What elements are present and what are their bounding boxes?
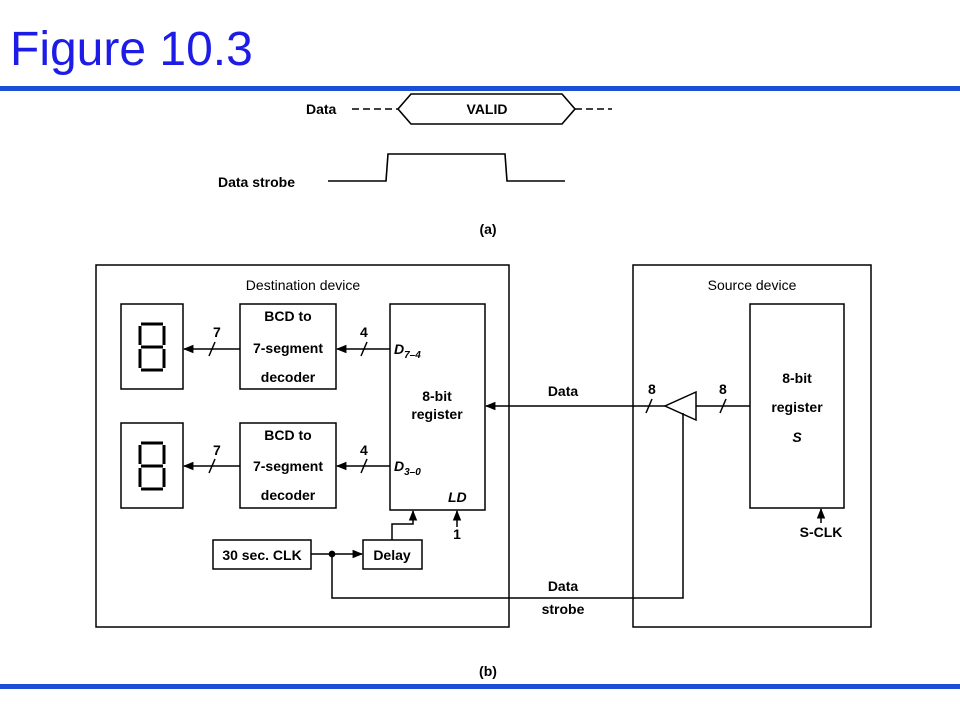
strobe-waveform: [328, 153, 565, 182]
decoder-top-line1: BCD to: [264, 308, 311, 324]
register-input-d-low: D3–0: [394, 458, 421, 478]
destination-device-box: [95, 264, 510, 628]
data-strobe-label-line1: Data: [548, 578, 579, 594]
delay-to-register-wire: [391, 509, 418, 540]
source-register-line2: register: [771, 399, 823, 415]
source-register-line3: S: [792, 429, 802, 445]
tristate-buffer: [663, 390, 697, 422]
bus-slash-4-bottom: [360, 458, 368, 474]
bus-slash-7-top: [208, 341, 216, 357]
clock-label: 30 sec. CLK: [222, 547, 301, 563]
decoder-top-line2: 7-segment: [253, 340, 323, 356]
register-ld-label: LD: [448, 489, 467, 505]
decoder-bottom-line1: BCD to: [264, 427, 311, 443]
data-bus-label: Data: [548, 383, 579, 399]
ld-input-value: 1: [453, 526, 461, 542]
title-divider: [0, 86, 960, 91]
decoder-top-line3: decoder: [261, 369, 316, 385]
data-strobe-label-line2: strobe: [542, 601, 585, 617]
bus-8-right-label: 8: [719, 381, 727, 397]
seven-segment-digit-bottom: [138, 441, 166, 491]
bus-4-bottom-label: 4: [360, 442, 368, 458]
bus-slash-8-left: [645, 398, 653, 414]
timing-diagram: Data VALID Data strobe (a): [218, 93, 612, 237]
decoder-bottom-line3: decoder: [261, 487, 316, 503]
bus-7-bottom-label: 7: [213, 442, 221, 458]
caption-a: (a): [479, 221, 496, 237]
destination-register-line2: register: [411, 406, 463, 422]
timing-data-label: Data: [306, 101, 337, 117]
s-clk-label: S-CLK: [800, 524, 843, 540]
source-device-title: Source device: [708, 277, 797, 293]
data-strobe-wire: [331, 413, 684, 599]
valid-label: VALID: [467, 101, 508, 117]
page-title: Figure 10.3: [10, 23, 253, 76]
delay-label: Delay: [373, 547, 411, 563]
bus-slash-8-right: [719, 398, 727, 414]
bus-slash-7-bottom: [208, 458, 216, 474]
bus-8-left-label: 8: [648, 381, 656, 397]
source-register-line1: 8-bit: [782, 370, 812, 386]
source-device-box: [632, 264, 872, 628]
decoder-bottom-line2: 7-segment: [253, 458, 323, 474]
footer-divider: [0, 684, 960, 689]
destination-device-title: Destination device: [246, 277, 361, 293]
bus-slash-4-top: [360, 341, 368, 357]
strobe-label: Data strobe: [218, 174, 295, 190]
register-input-d-high: D7–4: [394, 341, 421, 361]
caption-b: (b): [479, 663, 497, 679]
destination-register-line1: 8-bit: [422, 388, 452, 404]
bus-4-top-label: 4: [360, 324, 368, 340]
bus-7-top-label: 7: [213, 324, 221, 340]
seven-segment-digit-top: [138, 322, 166, 372]
